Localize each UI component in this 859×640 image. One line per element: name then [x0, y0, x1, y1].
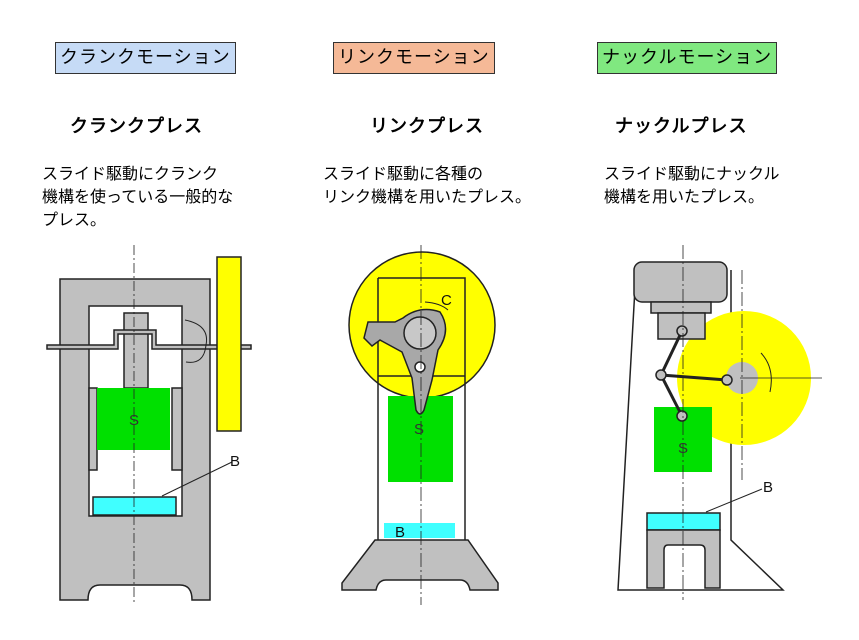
desc-line: スライド駆動にナックル: [604, 164, 780, 183]
crank-press-drawing: S B: [46, 245, 252, 605]
desc-line: スライド駆動に各種の: [323, 164, 484, 183]
knuckle-bolster: [646, 512, 721, 531]
link-pin: [414, 361, 426, 373]
link-bolster-label: B: [395, 524, 405, 541]
crank-gib-right: [171, 387, 183, 471]
crank-flywheel: [216, 256, 242, 432]
knuckle-joint: [676, 325, 688, 337]
knuckle-joint: [676, 410, 688, 422]
desc-line: 機構を使っている一般的な: [42, 187, 234, 206]
crank-press-title: クランクプレス: [70, 116, 203, 137]
knuckle-joint: [721, 374, 733, 386]
knuckle-slide-label: S: [678, 440, 688, 457]
link-crank-circle: [403, 316, 437, 350]
crank-bolster-label: B: [230, 453, 240, 470]
rotation-arrow-icon: [424, 301, 449, 311]
link-crank-label: C: [441, 292, 452, 309]
knuckle-frame: [617, 269, 785, 591]
link-base: [341, 539, 499, 591]
link-press-title: リンクプレス: [370, 116, 484, 137]
link-press-description: スライド駆動に各種の リンク機構を用いたプレス。: [323, 162, 531, 208]
crank-press-description: スライド駆動にクランク 機構を使っている一般的な プレス。: [42, 162, 233, 231]
knuckle-joint: [655, 369, 667, 381]
desc-line: 機構を用いたプレス。: [604, 187, 765, 206]
knuckle-bench: [646, 529, 721, 589]
desc-line: プレス。: [42, 210, 107, 229]
crank-bolster: [92, 496, 177, 516]
crank-slide-label: S: [129, 412, 139, 429]
rotation-arrow-icon: [760, 352, 772, 393]
knuckle-press-drawing: S B: [617, 245, 822, 600]
crank-gib-left: [88, 387, 98, 471]
bolster-arrow: [161, 461, 233, 497]
link-press-drawing: C S B: [341, 245, 499, 605]
link-bolster: [384, 523, 455, 538]
knuckle-head: [633, 261, 728, 303]
knuckle-motion-header: ナックルモーション: [597, 42, 778, 74]
link-motion-header: リンクモーション: [333, 42, 495, 74]
link-slide-label: S: [414, 421, 424, 438]
knuckle-bolster-label: B: [763, 479, 773, 496]
desc-line: スライド駆動にクランク: [42, 164, 219, 183]
knuckle-press-description: スライド駆動にナックル 機構を用いたプレス。: [604, 162, 780, 208]
crank-motion-header: クランクモーション: [55, 42, 236, 74]
knuckle-press-title: ナックルプレス: [615, 116, 748, 137]
crank-slide: [97, 388, 170, 450]
knuckle-links: [659, 330, 728, 417]
rotation-arrow-icon: [184, 319, 208, 363]
desc-line: リンク機構を用いたプレス。: [323, 187, 532, 206]
bolster-arrow: [705, 488, 763, 513]
crank-connecting-rod: [123, 312, 149, 389]
knuckle-head-block: [650, 301, 712, 314]
